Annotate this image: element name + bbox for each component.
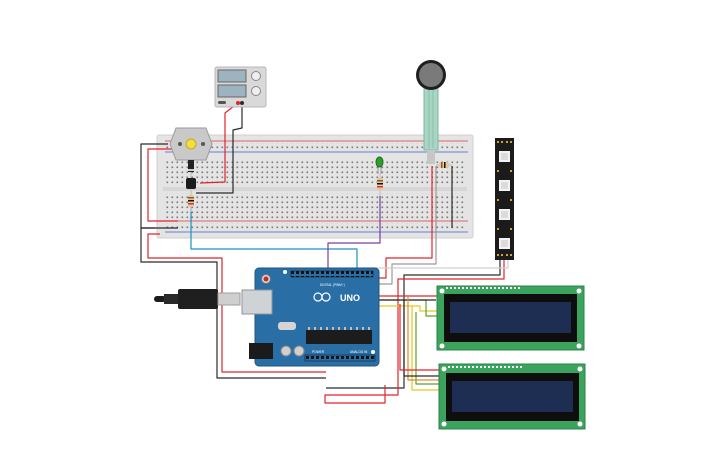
neopixel-led: [499, 180, 510, 191]
wire-purple: [327, 196, 381, 276]
wire-orange-lcd2: [407, 296, 440, 381]
usb-cable[interactable]: [154, 289, 241, 309]
usb-port: [241, 289, 273, 315]
neopixel-led: [499, 209, 510, 220]
wire-blue: [190, 206, 358, 276]
wire-green-lcd2: [415, 312, 440, 385]
wire-black-supply: [196, 103, 243, 194]
lcd-screen: [450, 302, 571, 333]
resistor-motor[interactable]: [188, 190, 194, 212]
atmega-chip: [306, 330, 372, 344]
lcd-screen: [452, 381, 573, 412]
neopixel-led: [499, 238, 510, 249]
wire-red-lcd2: [399, 304, 440, 371]
wire-gray-fsr: [360, 166, 437, 285]
breadboard[interactable]: [156, 134, 474, 239]
header-power-label: POWER: [312, 350, 325, 354]
wire-red-left: [147, 148, 178, 222]
resistor-fsr[interactable]: [436, 162, 452, 168]
wire-red-down: [147, 233, 326, 373]
resistor-led[interactable]: [377, 174, 383, 196]
lcd-display-2[interactable]: [438, 363, 586, 430]
power-supply[interactable]: [214, 66, 267, 108]
wire-black-down: [140, 227, 326, 379]
wire-yellow-lcd2: [411, 306, 440, 391]
wire-black-left: [140, 143, 178, 229]
header-digital-label: DIGITAL (PWM~): [320, 283, 345, 287]
wire-red-supply: [199, 102, 239, 184]
dc-motor[interactable]: [169, 127, 213, 161]
arduino-uno[interactable]: UNO DIGITAL (PWM~) POWER ANALOG IN: [241, 267, 380, 367]
wire-red-strip: [324, 258, 505, 404]
wire-black-strip: [326, 258, 501, 389]
force-sensor[interactable]: [416, 60, 446, 164]
led-green[interactable]: [375, 156, 384, 174]
neopixel-strip[interactable]: [495, 138, 514, 260]
neopixel-led: [499, 151, 510, 162]
lcd-display-1[interactable]: [436, 285, 585, 351]
diode[interactable]: [188, 160, 194, 172]
wire-black-lcd2: [403, 300, 440, 377]
arduino-logo-text: UNO: [340, 293, 360, 303]
header-analog-label: ANALOG IN: [350, 350, 368, 354]
power-jack: [249, 343, 273, 359]
